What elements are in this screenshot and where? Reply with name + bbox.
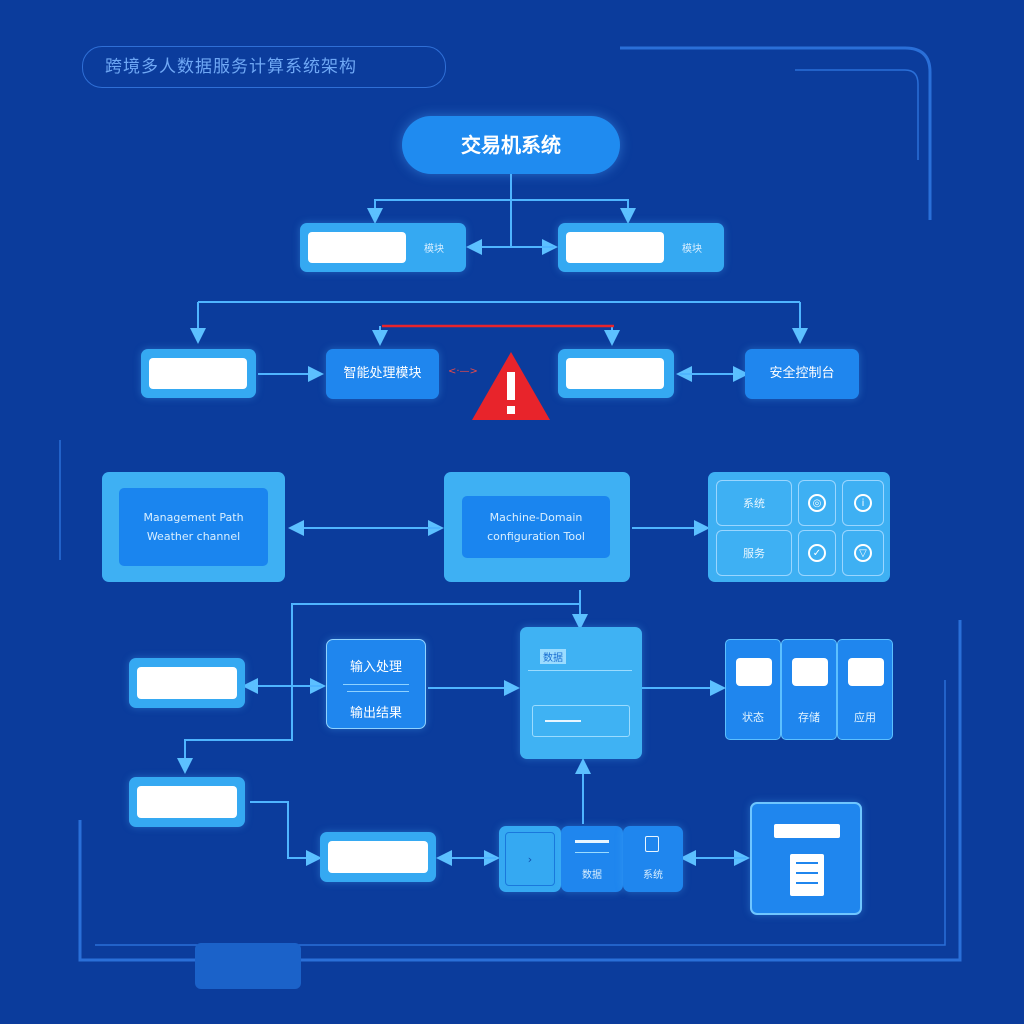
node-text-field	[137, 667, 237, 699]
center-hub-node[interactable]: 数据	[520, 627, 642, 759]
panel-line: Weather channel	[146, 530, 241, 543]
node-label: 系统	[643, 870, 663, 881]
globe-icon: ◎	[808, 494, 826, 512]
row4-node-left[interactable]	[129, 658, 245, 708]
card-white	[792, 658, 828, 686]
node-label: 数据	[582, 870, 602, 881]
grid-cell-globe[interactable]: ◎	[798, 480, 836, 526]
root-node-trading-system[interactable]: 交易机系统	[402, 116, 620, 174]
node-text-field	[137, 786, 237, 818]
grid-cell-check[interactable]: ✓	[798, 530, 836, 576]
level1-right-node[interactable]: 模块	[558, 223, 724, 272]
footer-block[interactable]	[195, 943, 301, 989]
row5-node-left[interactable]	[129, 777, 245, 827]
node-text-field	[308, 232, 406, 263]
hub-field	[532, 705, 630, 737]
bottom-node-data[interactable]: 数据	[561, 826, 623, 892]
hub-tag: 数据	[540, 649, 566, 664]
chevron-right-icon: ›	[505, 832, 555, 886]
card-white	[736, 658, 772, 686]
card-storage[interactable]: 存储	[781, 639, 837, 740]
card-status[interactable]: 状态	[725, 639, 781, 740]
chevron-down-icon: ▽	[854, 544, 872, 562]
io-subtitle: 输出结果	[349, 706, 402, 721]
hub-header: 数据	[528, 645, 632, 671]
row2-node-output[interactable]	[558, 349, 674, 398]
grid-cell-info[interactable]: i	[842, 480, 884, 526]
node-text-field	[566, 358, 664, 389]
report-node[interactable]	[750, 802, 862, 915]
divider	[343, 684, 409, 685]
node-label: 安全控制台	[769, 366, 835, 381]
row2-node-security[interactable]: 安全控制台	[745, 349, 859, 399]
row5-node-mid[interactable]	[320, 832, 436, 882]
grid-cell-system[interactable]: 系统	[716, 480, 792, 526]
panel-line: Machine-Domain	[489, 511, 583, 524]
panel-line: Management Path	[143, 511, 244, 524]
hub-field-line	[545, 720, 581, 722]
document-icon	[645, 836, 659, 852]
row2-node-processing[interactable]: 智能处理模块	[326, 349, 439, 399]
check-icon: ✓	[808, 544, 826, 562]
grid-cell-service[interactable]: 服务	[716, 530, 792, 576]
panel-machine-domain-body: Machine-Domain configuration Tool	[462, 496, 610, 558]
report-header-bar	[774, 824, 840, 838]
row2-arrow-text: <·—>	[448, 366, 478, 377]
panel-line: configuration Tool	[487, 530, 585, 543]
node-text-field	[149, 358, 247, 389]
io-title: 输入处理	[349, 660, 402, 675]
node-tag: 模块	[424, 244, 444, 255]
card-label: 应用	[854, 711, 876, 724]
node-tag: 模块	[682, 244, 702, 255]
info-icon: i	[854, 494, 872, 512]
bottom-node-system[interactable]: 系统	[623, 826, 683, 892]
panel-management[interactable]: Management Path Weather channel	[102, 472, 285, 582]
card-label: 存储	[798, 711, 820, 724]
panel-machine-domain[interactable]: Machine-Domain configuration Tool	[444, 472, 630, 582]
node-text-field	[328, 841, 428, 873]
diagram-title: 跨境多人数据服务计算系统架构	[82, 46, 446, 88]
io-processing-node[interactable]: 输入处理 输出结果	[326, 639, 426, 729]
node-label: 智能处理模块	[343, 366, 422, 381]
node-text-field	[566, 232, 664, 263]
divider	[575, 852, 609, 853]
document-icon	[790, 854, 824, 896]
card-application[interactable]: 应用	[837, 639, 893, 740]
card-white	[848, 658, 884, 686]
panel-management-body: Management Path Weather channel	[119, 488, 268, 566]
row2-node-input[interactable]	[141, 349, 256, 398]
divider	[575, 840, 609, 843]
bottom-node-play[interactable]: ›	[499, 826, 561, 892]
warning-triangle-icon	[472, 352, 550, 420]
card-label: 状态	[742, 711, 764, 724]
panel-grid[interactable]: 系统 ◎ i 服务 ✓ ▽	[708, 472, 890, 582]
level1-left-node[interactable]: 模块	[300, 223, 466, 272]
divider	[347, 691, 409, 692]
grid-cell-chevron[interactable]: ▽	[842, 530, 884, 576]
